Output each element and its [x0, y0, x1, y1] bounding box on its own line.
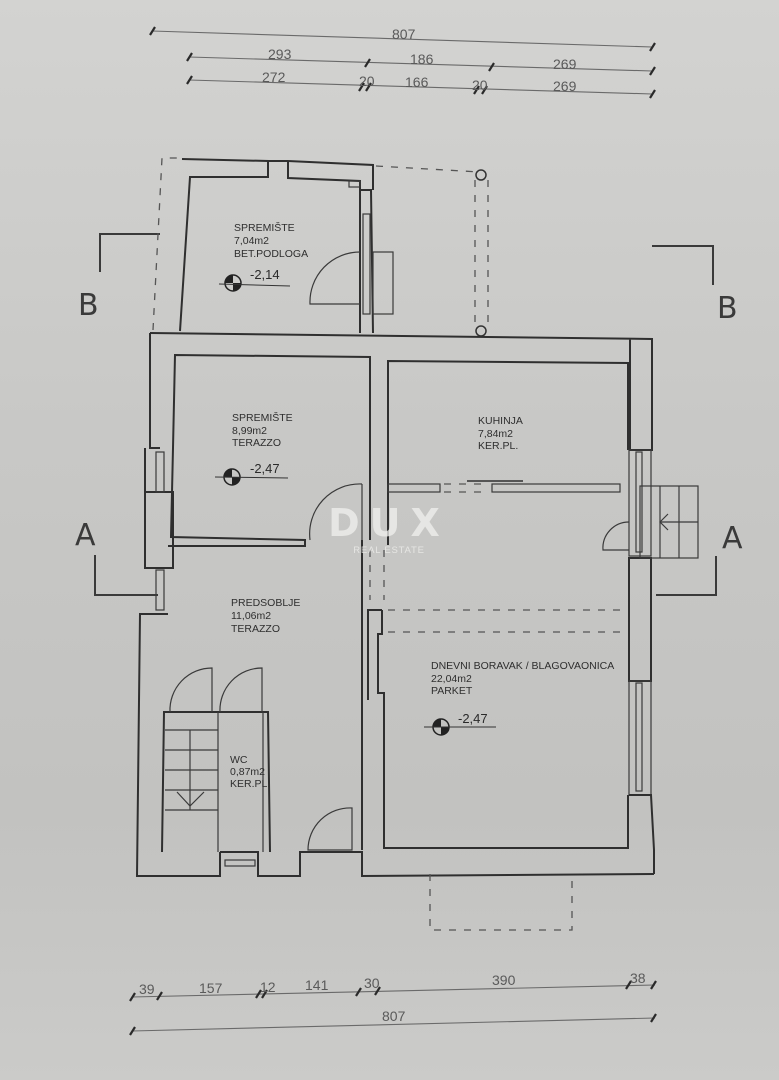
- watermark-logo: DUX: [328, 501, 450, 545]
- elevation-marker-icon: [424, 718, 496, 736]
- dim-top-293: 293: [268, 46, 292, 62]
- main-house-walls: [135, 332, 699, 931]
- room-living-dining: DNEVNI BORAVAK / BLAGOVAONICA 22,04m2 PA…: [424, 660, 614, 736]
- dim-bottom-39: 39: [139, 981, 155, 997]
- dim-bottom-390: 390: [492, 972, 516, 988]
- svg-text:PARKET: PARKET: [431, 685, 473, 697]
- bottom-dimensions: 39 157 12 141 30 390 38 807: [129, 970, 657, 1036]
- svg-text:SPREMIŠTE: SPREMIŠTE: [232, 411, 293, 424]
- svg-text:-2,47: -2,47: [458, 711, 488, 726]
- dim-top-20b: 20: [472, 77, 488, 93]
- svg-text:11,06m2: 11,06m2: [231, 610, 271, 622]
- dim-bottom-157: 157: [199, 980, 223, 996]
- dim-top-overall: 807: [392, 26, 416, 42]
- watermark: DUX REAL ESTATE: [326, 503, 452, 556]
- svg-text:TERAZZO: TERAZZO: [231, 623, 280, 635]
- svg-text:WC: WC: [230, 754, 248, 766]
- svg-text:0,87m2: 0,87m2: [230, 766, 265, 778]
- svg-text:-2,47: -2,47: [250, 461, 280, 476]
- svg-text:TERAZZO: TERAZZO: [232, 437, 281, 449]
- svg-text:SPREMIŠTE: SPREMIŠTE: [234, 221, 295, 234]
- svg-text:B: B: [717, 291, 738, 326]
- dim-bottom-141: 141: [305, 977, 329, 993]
- room-storage: SPREMIŠTE 8,99m2 TERAZZO -2,47: [214, 411, 293, 486]
- dim-top-186: 186: [410, 51, 434, 67]
- room-wc: WC 0,87m2 KER.PL.: [230, 754, 270, 790]
- svg-text:DNEVNI BORAVAK / BLAGOVAONICA: DNEVNI BORAVAK / BLAGOVAONICA: [431, 660, 614, 672]
- svg-text:8,99m2: 8,99m2: [232, 425, 267, 437]
- dim-top-166: 166: [405, 74, 429, 90]
- dim-top-269: 269: [553, 56, 577, 72]
- room-storage-annex: SPREMIŠTE 7,04m2 BET.PODLOGA -2,14: [218, 221, 308, 292]
- watermark-subtitle: REAL ESTATE: [353, 545, 425, 556]
- dim-bottom-38: 38: [630, 970, 646, 986]
- svg-text:A: A: [722, 521, 743, 556]
- svg-text:B: B: [78, 288, 99, 323]
- dim-bottom-12: 12: [260, 979, 276, 995]
- elevation-marker-icon: [214, 468, 289, 486]
- svg-text:-2,14: -2,14: [250, 267, 280, 282]
- room-hallway: PREDSOBLJE 11,06m2 TERAZZO: [231, 597, 300, 635]
- svg-text:7,04m2: 7,04m2: [234, 235, 269, 247]
- dim-top-269b: 269: [553, 78, 577, 94]
- svg-text:PREDSOBLJE: PREDSOBLJE: [231, 597, 300, 609]
- annex-storage: [152, 157, 489, 337]
- dim-top-20a: 20: [359, 73, 375, 89]
- elevation-marker-icon: [218, 274, 291, 292]
- top-dimensions: 807 293 186 269 272 20 166 20 269: [149, 26, 656, 99]
- dim-bottom-30: 30: [364, 975, 380, 991]
- room-kitchen: KUHINJA 7,84m2 KER.PL.: [478, 415, 523, 452]
- svg-text:A: A: [75, 518, 96, 553]
- section-marker-b-right: B: [652, 245, 738, 326]
- section-marker-a-right: A: [656, 521, 743, 596]
- dim-top-272: 272: [262, 69, 286, 85]
- svg-text:KER.PL.: KER.PL.: [478, 440, 518, 452]
- svg-text:KUHINJA: KUHINJA: [478, 415, 523, 427]
- svg-text:22,04m2: 22,04m2: [431, 673, 472, 685]
- svg-text:7,84m2: 7,84m2: [478, 428, 513, 440]
- svg-text:BET.PODLOGA: BET.PODLOGA: [234, 248, 308, 260]
- svg-text:KER.PL.: KER.PL.: [230, 778, 270, 790]
- section-marker-a-left: A: [75, 518, 158, 596]
- section-marker-b-left: B: [78, 233, 160, 323]
- dim-bottom-overall: 807: [382, 1008, 406, 1024]
